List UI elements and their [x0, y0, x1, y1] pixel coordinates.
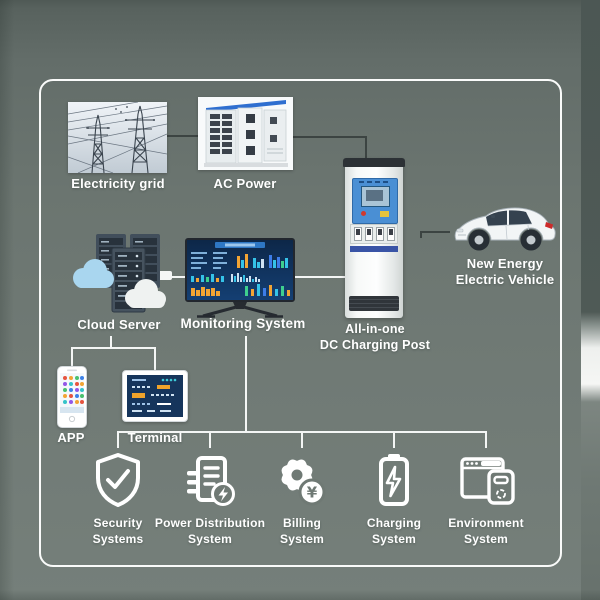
post-card-reader [380, 211, 389, 217]
svg-text:¥: ¥ [307, 484, 318, 502]
charging-post-label-line1: All-in-one [345, 322, 405, 336]
charging-system-label: Charging System [366, 516, 422, 546]
connector-drop-security [117, 431, 119, 448]
connector-monitor-to-post [295, 276, 345, 278]
connector-drop-power-distribution [209, 431, 211, 448]
connector-cloud-nub [156, 271, 172, 280]
post-blue-strip [350, 246, 398, 252]
charging-cabinet-image [343, 158, 405, 318]
connector-drop-terminal [154, 347, 156, 371]
power-grid-illustration [67, 101, 168, 174]
billing-system-label: Billing System [280, 516, 324, 546]
post-breaker-row [350, 224, 398, 244]
connector-drop-environment [485, 431, 487, 448]
monitoring-system-label: Monitoring System [180, 316, 306, 331]
charging-post-label: All-in-one DC Charging Post [305, 322, 445, 353]
vehicle-label-line1: New Energy [466, 256, 544, 271]
bottom-edge-shade [0, 590, 600, 600]
server-racks-cloud-icon [72, 232, 168, 316]
connector-drop-billing [301, 431, 303, 448]
battery-bolt-icon [368, 452, 420, 508]
post-red-button [361, 211, 366, 216]
electricity-grid-label: Electricity grid [71, 176, 165, 191]
switchgear-cabinet-photo [198, 97, 293, 170]
diagram-panel-border [39, 79, 562, 567]
document-bolt-icon [184, 452, 236, 508]
connector-monitor-down [245, 336, 247, 433]
dashboard-monitor-image [185, 238, 295, 302]
connector-drop-app [71, 347, 73, 367]
post-vent [349, 296, 399, 311]
power-distribution-system-label: Power Distribution System [154, 516, 266, 546]
tablet-screen [127, 375, 183, 417]
electric-suv-image [446, 200, 558, 253]
post-control-panel [352, 178, 398, 224]
cloud-server-label: Cloud Server [77, 317, 161, 332]
connector-plug-tick [420, 231, 422, 238]
smartphone-icon [57, 366, 87, 428]
window-recycle-icon [460, 452, 515, 508]
vehicle-label-line2: Electric Vehicle [455, 271, 555, 287]
charging-post-label-line2: DC Charging Post [319, 337, 431, 352]
connector-drop-charging [393, 431, 395, 448]
cloud-right [125, 279, 166, 308]
monitor-stand [185, 302, 295, 318]
ac-power-illustration [198, 97, 293, 170]
right-edge-shade [581, 0, 600, 600]
connector-acpower-right [293, 136, 367, 138]
connector-cloud-to-monitor [170, 276, 186, 278]
gear-yen-icon: ¥ [276, 452, 328, 508]
connector-acpower-down-to-post [365, 136, 367, 159]
ac-power-label: AC Power [213, 176, 277, 191]
connector-grid-to-acpower [167, 135, 198, 137]
connector-post-to-vehicle [421, 231, 450, 233]
left-edge-shade [0, 0, 14, 600]
power-grid-photo [67, 101, 168, 174]
connector-cloud-stub [110, 336, 112, 348]
app-label: APP [57, 430, 85, 445]
vehicle-label: New Energy Electric Vehicle [444, 256, 566, 287]
dashboard-screen [187, 240, 293, 300]
connector-cloud-branch [71, 347, 156, 349]
security-systems-label: Security Systems [92, 516, 144, 546]
terminal-label: Terminal [127, 430, 183, 445]
environment-system-label: Environment System [448, 516, 524, 546]
tablet-icon [122, 370, 188, 422]
post-top-cap [343, 158, 405, 167]
post-screen [361, 186, 390, 207]
shield-check-icon [92, 452, 144, 508]
cloud-left [73, 259, 114, 288]
